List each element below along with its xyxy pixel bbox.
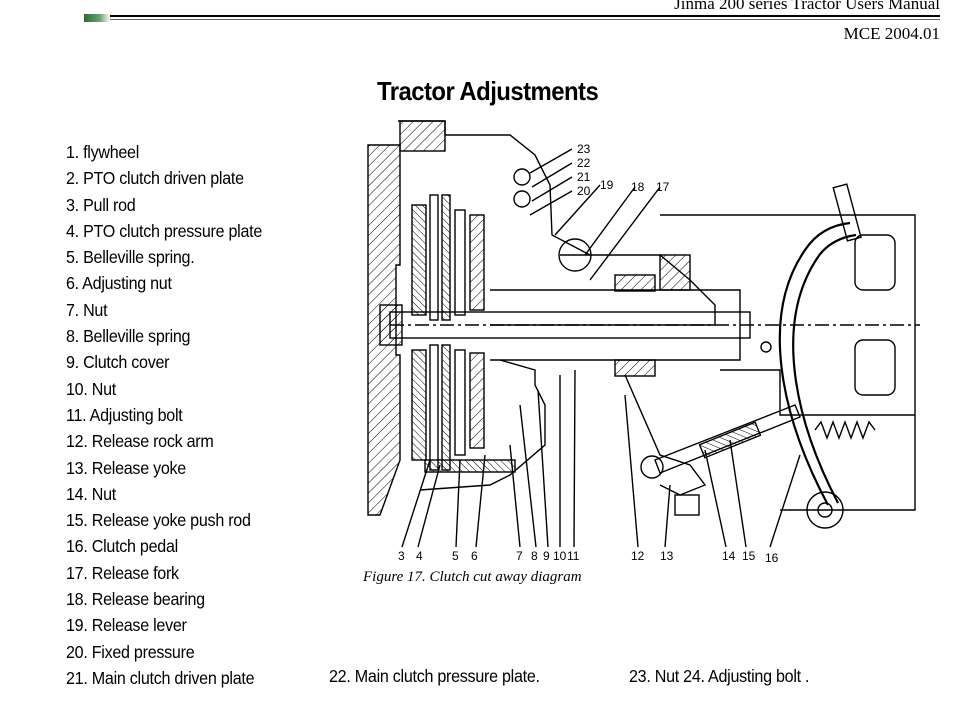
manual-title: Jinma 200 series Tractor Users Manual bbox=[674, 0, 940, 13]
svg-text:13: 13 bbox=[660, 549, 674, 563]
svg-text:12: 12 bbox=[631, 549, 645, 563]
svg-text:10: 10 bbox=[553, 549, 567, 563]
svg-text:23: 23 bbox=[577, 142, 591, 156]
parts-list-item: 13. Release yoke bbox=[66, 457, 187, 478]
parts-list-item: 9. Clutch cover bbox=[66, 352, 170, 373]
svg-text:19: 19 bbox=[600, 178, 614, 192]
parts-list-item: 17. Release fork bbox=[66, 562, 179, 583]
parts-list: 1. flywheel 2. PTO clutch driven plate 3… bbox=[66, 139, 279, 691]
svg-text:14: 14 bbox=[722, 549, 736, 563]
page-title: Tractor Adjustments bbox=[377, 76, 599, 106]
parts-list-item: 14. Nut bbox=[66, 483, 116, 504]
svg-text:9: 9 bbox=[543, 549, 550, 563]
svg-text:15: 15 bbox=[742, 549, 756, 563]
parts-list-item: 21. Main clutch driven plate bbox=[66, 667, 255, 688]
parts-list-item: 10. Nut bbox=[66, 378, 116, 399]
svg-text:16: 16 bbox=[765, 551, 779, 565]
svg-text:5: 5 bbox=[452, 549, 459, 563]
parts-list-item-22: 22. Main clutch pressure plate. bbox=[329, 666, 540, 686]
manual-logo bbox=[84, 14, 110, 22]
header-rule bbox=[84, 15, 940, 17]
parts-list-item: 1. flywheel bbox=[66, 142, 140, 162]
svg-text:21: 21 bbox=[577, 170, 591, 184]
header-rule-thin bbox=[84, 19, 940, 20]
svg-text:22: 22 bbox=[577, 156, 591, 170]
clutch-diagram: 23 22 21 20 19 18 17 3 4 5 6 7 8 9 10 11… bbox=[360, 115, 950, 575]
parts-list-item: 7. Nut bbox=[66, 299, 108, 320]
parts-list-item: 4. PTO clutch pressure plate bbox=[66, 220, 263, 241]
parts-list-item: 20. Fixed pressure bbox=[66, 641, 195, 662]
parts-list-item: 11. Adjusting bolt bbox=[66, 404, 183, 425]
svg-text:3: 3 bbox=[398, 549, 405, 563]
svg-text:8: 8 bbox=[531, 549, 538, 563]
parts-list-item: 5. Belleville spring. bbox=[66, 247, 195, 268]
svg-text:11: 11 bbox=[567, 549, 580, 563]
svg-text:17: 17 bbox=[656, 180, 670, 194]
svg-text:20: 20 bbox=[577, 184, 591, 198]
parts-list-item: 19. Release lever bbox=[66, 615, 187, 636]
parts-list-item: 6. Adjusting nut bbox=[66, 273, 172, 294]
parts-list-item: 15. Release yoke push rod bbox=[66, 510, 251, 531]
parts-list-item: 16. Clutch pedal bbox=[66, 536, 178, 557]
svg-text:6: 6 bbox=[471, 549, 478, 563]
parts-list-item: 12. Release rock arm bbox=[66, 431, 214, 452]
svg-text:18: 18 bbox=[631, 180, 645, 194]
parts-list-item: 3. Pull rod bbox=[66, 194, 136, 215]
manual-code: MCE 2004.01 bbox=[843, 24, 940, 43]
parts-list-item: 8. Belleville spring bbox=[66, 326, 191, 347]
clutch-diagram-drawing: 23 22 21 20 19 18 17 3 4 5 6 7 8 9 10 11… bbox=[367, 120, 920, 565]
figure-caption: Figure 17. Clutch cut away diagram bbox=[363, 569, 582, 585]
svg-text:4: 4 bbox=[416, 549, 423, 563]
parts-list-item-23-24: 23. Nut 24. Adjusting bolt . bbox=[629, 666, 810, 686]
svg-text:7: 7 bbox=[516, 549, 523, 563]
parts-list-item: 2. PTO clutch driven plate bbox=[66, 168, 244, 189]
parts-list-item: 18. Release bearing bbox=[66, 589, 205, 610]
